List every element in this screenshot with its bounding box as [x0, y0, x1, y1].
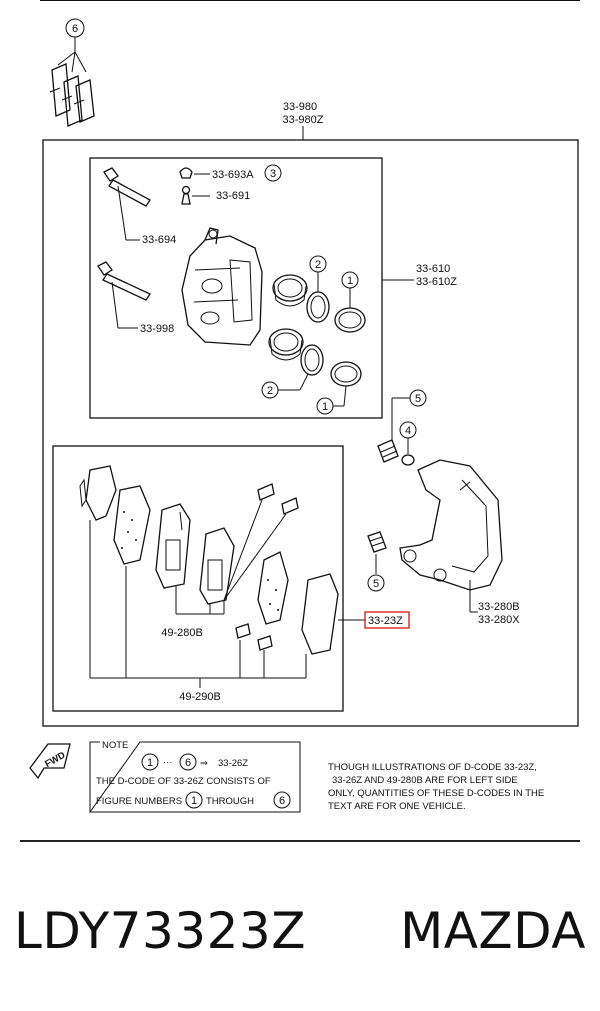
ref-1-upper: 1	[347, 275, 353, 287]
note-line3b: THROUGH	[206, 796, 254, 807]
label-33-998: 33-998	[140, 323, 174, 335]
remark-line2: 33-26Z AND 49-280B ARE FOR LEFT SIDE	[332, 775, 518, 786]
pad-kit-highlight	[364, 611, 410, 629]
label-33-691: 33-691	[216, 190, 250, 202]
remark-line4: TEXT ARE FOR ONE VEHICLE.	[328, 801, 466, 812]
remark-line1: THOUGH ILLUSTRATIONS OF D-CODE 33-23Z,	[328, 762, 537, 773]
label-49-280B: 49-280B	[161, 627, 203, 639]
pad-clip-set-top: 6	[49, 18, 95, 127]
note-remark: THOUGH ILLUSTRATIONS OF D-CODE 33-23Z, 3…	[328, 762, 544, 812]
piston-seals: 2 1 2 1	[261, 255, 366, 415]
label-49-290B: 49-290B	[179, 691, 221, 703]
guide-pin-boot-5-lower: 5	[367, 531, 387, 592]
label-33-694: 33-694	[142, 234, 176, 246]
ref-5-upper: 5	[415, 393, 421, 405]
guide-bolt-upper: 33-694	[103, 167, 176, 246]
mounting-bracket: 33-280B 33-280X	[399, 459, 520, 626]
brake-pads: 49-280B 49-290B	[79, 465, 339, 703]
ref-3: 3	[270, 168, 276, 180]
label-33-610Z: 33-610Z	[416, 276, 457, 288]
label-33-280X: 33-280X	[478, 614, 520, 626]
caliper-body-frame	[89, 157, 383, 419]
note-ref-from: 1	[147, 757, 153, 769]
bleeder-screw: 33-691	[181, 185, 250, 205]
bleeder-cap: 33-693A 3	[179, 164, 282, 182]
note-ref-to: 6	[185, 757, 191, 769]
caliper-assembly-frame	[42, 139, 579, 727]
ref-2-lower: 2	[267, 385, 273, 397]
part-number: LDY73323Z	[14, 902, 306, 960]
brake-caliper-diagram: 6 33-980 33-980Z 33-693A 3 33-691 33-69	[29, 0, 580, 813]
label-33-980Z: 33-980Z	[283, 114, 324, 126]
remark-line3: ONLY, QUANTITIES OF THESE D-CODES IN THE	[328, 788, 544, 799]
svg-text:···: ···	[163, 757, 173, 768]
note-arrow: ⇒	[200, 758, 208, 769]
fwd-arrow-icon: FWD	[29, 743, 71, 780]
note-line3a: FIGURE NUMBERS	[96, 796, 182, 807]
caliper-body	[181, 227, 263, 346]
note-ref-from-2: 1	[191, 795, 197, 807]
note-title: NOTE	[102, 740, 128, 751]
ref-5-lower: 5	[373, 578, 379, 590]
label-33-610: 33-610	[416, 263, 450, 275]
footer: LDY73323Z MAZDA	[0, 840, 600, 1011]
brand-name: MAZDA	[400, 902, 586, 960]
note-ref-to-2: 6	[279, 795, 285, 807]
note-range-code: 33-26Z	[218, 758, 248, 769]
ref-6-top: 6	[72, 23, 78, 35]
label-33-980: 33-980	[283, 101, 317, 113]
note-box: NOTE 1 ··· 6 ⇒ 33-26Z THE D-CODE OF 33-2…	[89, 740, 301, 813]
ref-2-upper: 2	[315, 259, 321, 271]
guide-pin-boot-5-upper: 5	[377, 389, 427, 463]
sleeve-4: 4	[399, 421, 417, 466]
guide-bolt-lower: 33-998	[97, 261, 174, 335]
label-33-280B: 33-280B	[478, 601, 520, 613]
ref-4: 4	[405, 425, 411, 437]
pistons	[268, 274, 308, 361]
label-33-693A: 33-693A	[212, 169, 254, 181]
label-33-23Z: 33-23Z	[368, 615, 403, 627]
ref-1-lower: 1	[322, 401, 328, 413]
pad-set-frame	[52, 445, 344, 712]
footer-divider	[20, 840, 580, 842]
note-line2: THE D-CODE OF 33-26Z CONSISTS OF	[96, 776, 271, 787]
